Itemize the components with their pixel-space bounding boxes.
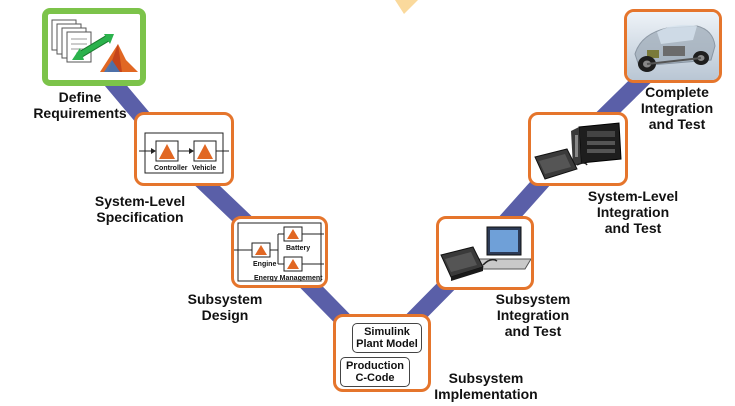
stage-label-line: Subsystem: [448, 370, 524, 386]
subsystem-integration-and-test-box[interactable]: [436, 216, 534, 290]
subsystem-integration-and-test-label: Subsystem Integration and Test: [478, 291, 588, 339]
engine-battery-energy-management-diagram-icon: Battery Engine Energy Management: [234, 222, 324, 282]
engine-block-label: Engine: [253, 261, 276, 268]
stage-label-line: Subsystem: [187, 291, 263, 307]
complete-integration-and-test-box[interactable]: [624, 9, 722, 83]
stage-label-line: Subsystem: [495, 291, 571, 307]
pill-text-line: Simulink: [364, 326, 410, 338]
stage-label-line: Specification: [96, 209, 184, 225]
hil-rack-icon: [534, 122, 622, 180]
subsystem-implementation-box[interactable]: Simulink Plant Model Production C-Code: [333, 314, 431, 392]
define-requirements-label: Define Requirements: [20, 89, 140, 121]
energy-management-block-label: Energy Management: [254, 275, 323, 282]
system-level-integration-and-test-label: System-Level Integration and Test: [573, 188, 693, 236]
system-level-specification-box[interactable]: Controller Vehicle: [134, 112, 234, 186]
pill-text-line: Plant Model: [356, 338, 418, 350]
stage-label-line: Integration: [640, 100, 714, 116]
hil-test-laptop-icon: [440, 226, 531, 281]
stage-label-line: and Test: [604, 220, 662, 236]
system-level-integration-and-test-box[interactable]: [528, 112, 628, 186]
pill-text-line: Production: [345, 360, 405, 372]
stage-label-line: Complete: [645, 84, 709, 100]
simulink-plant-model-label: Simulink Plant Model: [352, 323, 422, 353]
stage-label-line: System-Level: [587, 188, 679, 204]
pill-text-line: C-Code: [355, 372, 395, 384]
stage-label-line: Requirements: [33, 105, 127, 121]
stage-label-line: and Test: [504, 323, 562, 339]
controller-vehicle-block-diagram-icon: Controller Vehicle: [139, 132, 229, 174]
define-requirements-box[interactable]: [42, 8, 146, 86]
subsystem-design-box[interactable]: Battery Engine Energy Management: [231, 216, 328, 288]
requirements-documents-icon: [51, 19, 138, 72]
stage-label-line: Implementation: [434, 386, 538, 402]
stage-label-line: System-Level: [94, 193, 186, 209]
stage-label-line: Integration: [596, 204, 670, 220]
subsystem-design-label: Subsystem Design: [170, 291, 280, 323]
system-level-specification-label: System-Level Specification: [80, 193, 200, 225]
subsystem-implementation-label: Subsystem Implementation: [426, 370, 546, 402]
vehicle-block-label: Vehicle: [192, 165, 216, 172]
production-c-code-label: Production C-Code: [340, 357, 410, 387]
stage-label-line: and Test: [648, 116, 706, 132]
complete-integration-and-test-label: Complete Integration and Test: [622, 84, 732, 132]
vehicle-chassis-icon: [627, 12, 719, 80]
battery-block-label: Battery: [286, 245, 310, 252]
controller-block-label: Controller: [154, 165, 188, 172]
stage-label-line: Define: [58, 89, 102, 105]
stage-label-line: Integration: [496, 307, 570, 323]
stage-label-line: Design: [201, 307, 249, 323]
